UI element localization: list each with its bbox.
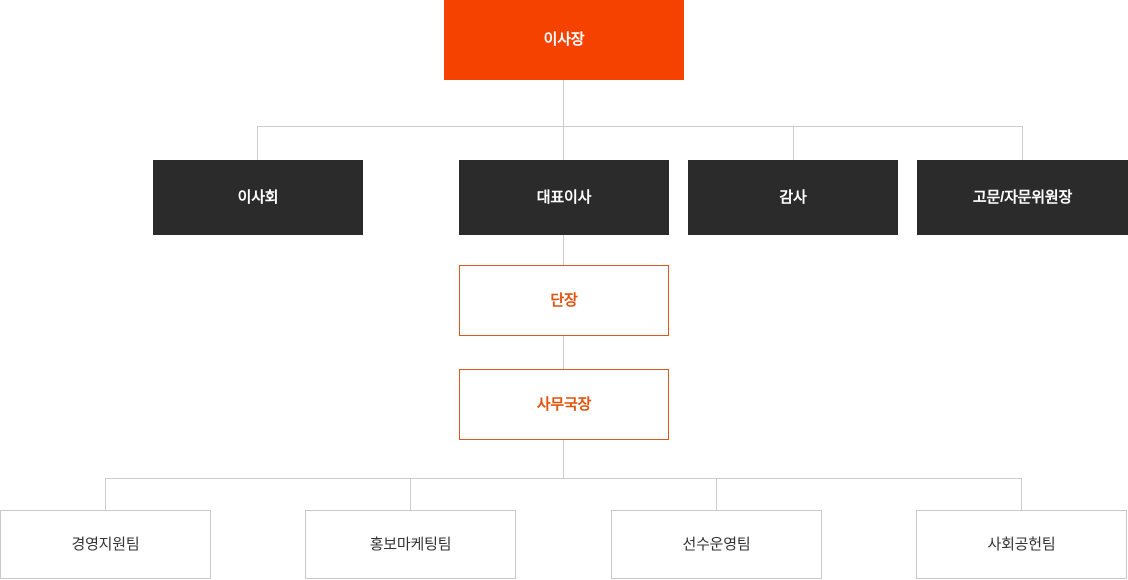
node-daepyoisa[interactable]: 대표이사: [459, 160, 669, 235]
node-label: 선수운영팀: [682, 535, 751, 553]
connector-daepyo-to-danjang: [563, 235, 564, 265]
node-team-hongbo[interactable]: 홍보마케팅팀: [305, 510, 516, 579]
node-label: 사회공헌팀: [987, 535, 1056, 553]
connector-to-team3: [716, 478, 717, 510]
node-danjang[interactable]: 단장: [459, 265, 669, 336]
node-label: 이사장: [543, 31, 585, 48]
node-label: 고문/자문위원장: [972, 188, 1073, 206]
connector-danjang-to-samu: [563, 336, 564, 369]
connector-to-daepyo: [563, 126, 564, 160]
node-label: 경영지원팀: [71, 535, 140, 553]
node-label: 감사: [779, 188, 807, 206]
node-gomun-jamun[interactable]: 고문/자문위원장: [917, 160, 1128, 235]
node-label: 사무국장: [536, 395, 592, 413]
connector-to-gamsa: [793, 126, 794, 160]
node-team-gyeongyeong[interactable]: 경영지원팀: [0, 510, 211, 579]
connector-to-team2: [410, 478, 411, 510]
node-label: 이사회: [237, 188, 279, 206]
connector-to-isahoe: [257, 126, 258, 160]
node-team-sahoe[interactable]: 사회공헌팀: [916, 510, 1127, 579]
connector-samu-down: [563, 440, 564, 478]
connector-to-team4: [1021, 478, 1022, 510]
node-label: 홍보마케팅팀: [369, 535, 452, 553]
node-team-seonsu[interactable]: 선수운영팀: [611, 510, 822, 579]
connector-level1-bus: [257, 126, 1022, 127]
connector-level4-bus: [105, 478, 1021, 479]
node-samugukjang[interactable]: 사무국장: [459, 369, 669, 440]
node-gamsa[interactable]: 감사: [688, 160, 898, 235]
connector-to-team1: [105, 478, 106, 510]
connector-root-down: [563, 80, 564, 126]
node-isajang[interactable]: 이사장: [444, 0, 684, 80]
node-isahoe[interactable]: 이사회: [153, 160, 363, 235]
node-label: 대표이사: [536, 188, 592, 206]
connector-to-gomun: [1022, 126, 1023, 160]
node-label: 단장: [550, 291, 578, 309]
